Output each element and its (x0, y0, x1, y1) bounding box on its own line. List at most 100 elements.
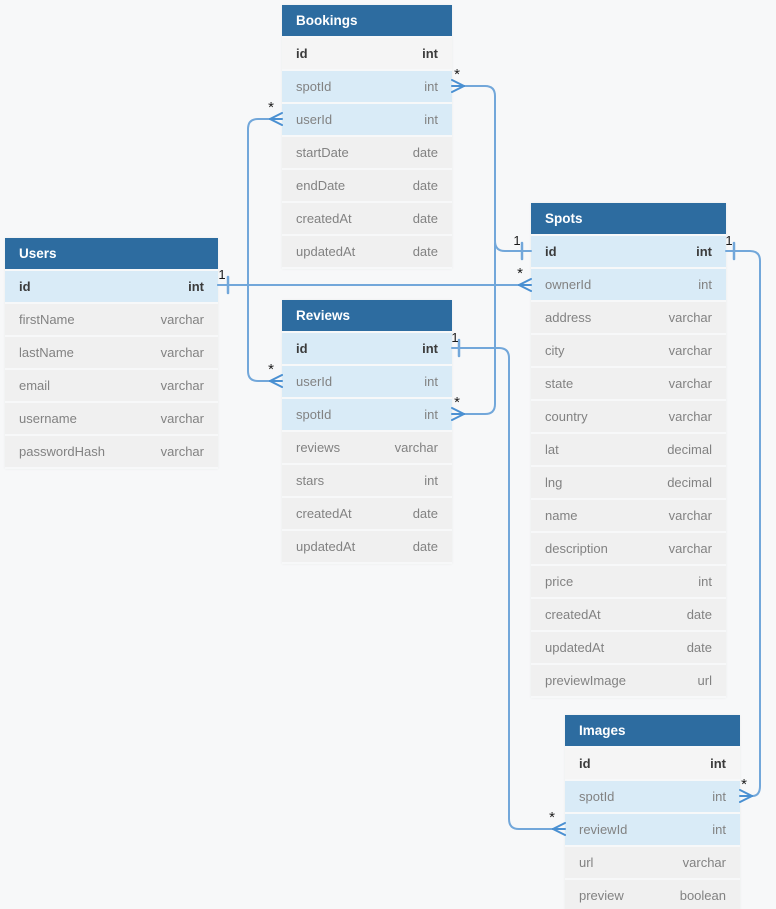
table-header-bookings[interactable]: Bookings (282, 5, 452, 36)
column-type: int (698, 574, 712, 589)
column-name: passwordHash (19, 444, 105, 459)
column-type: varchar (668, 310, 712, 325)
column-spots-address[interactable]: address varchar (531, 302, 726, 333)
table-header-images[interactable]: Images (565, 715, 740, 746)
column-name: id (296, 46, 308, 61)
column-users-id[interactable]: id int (5, 271, 218, 302)
column-name: updatedAt (545, 640, 605, 655)
column-type: int (424, 374, 438, 389)
cardinality-many-label: * (268, 99, 274, 116)
table-header-reviews[interactable]: Reviews (282, 300, 452, 331)
column-bookings-endDate[interactable]: endDate date (282, 170, 452, 201)
column-name: preview (579, 888, 624, 903)
column-name: spotId (296, 407, 332, 422)
column-name: createdAt (296, 506, 352, 521)
column-type: decimal (667, 475, 712, 490)
column-name: description (545, 541, 608, 556)
table-title: Spots (545, 211, 583, 226)
table-header-users[interactable]: Users (5, 238, 218, 269)
column-name: ownerId (545, 277, 592, 292)
column-type: date (412, 178, 438, 193)
column-images-url[interactable]: url varchar (565, 847, 740, 878)
column-type: int (188, 279, 204, 294)
column-type: date (412, 506, 438, 521)
cardinality-one-label: 1 (513, 233, 520, 248)
column-name: reviewId (579, 822, 628, 837)
column-type: varchar (160, 312, 204, 327)
column-name: spotId (579, 789, 615, 804)
column-type: decimal (667, 442, 712, 457)
column-name: id (545, 244, 557, 259)
column-type: int (712, 822, 726, 837)
column-spots-lng[interactable]: lng decimal (531, 467, 726, 498)
column-images-spotId[interactable]: spotId int (565, 781, 740, 812)
cardinality-many-label: * (549, 809, 555, 826)
column-type: int (424, 79, 438, 94)
crow-foot-icon (552, 822, 566, 830)
column-name: address (545, 310, 592, 325)
column-type: varchar (682, 855, 726, 870)
relationship-line (463, 242, 496, 415)
column-name: updatedAt (296, 539, 356, 554)
crow-foot-icon (552, 828, 566, 836)
column-name: url (579, 855, 594, 870)
column-name: lng (545, 475, 563, 490)
column-type: int (422, 341, 438, 356)
table-title: Images (579, 723, 626, 738)
crow-foot-icon (269, 374, 283, 382)
column-type: int (424, 473, 438, 488)
column-type: int (712, 789, 726, 804)
column-name: reviews (296, 440, 341, 455)
table-header-spots[interactable]: Spots (531, 203, 726, 234)
column-name: state (545, 376, 574, 391)
cardinality-one-label: 1 (218, 267, 225, 282)
column-type: varchar (668, 508, 712, 523)
column-reviews-createdAt[interactable]: createdAt date (282, 498, 452, 529)
crow-foot-icon (739, 795, 753, 803)
column-type: date (686, 607, 712, 622)
crow-foot-icon (451, 79, 465, 87)
column-name: id (19, 279, 31, 294)
crow-foot-icon (451, 85, 465, 93)
cardinality-one-label: 1 (451, 330, 458, 345)
column-images-reviewId[interactable]: reviewId int (565, 814, 740, 845)
column-name: endDate (296, 178, 346, 193)
